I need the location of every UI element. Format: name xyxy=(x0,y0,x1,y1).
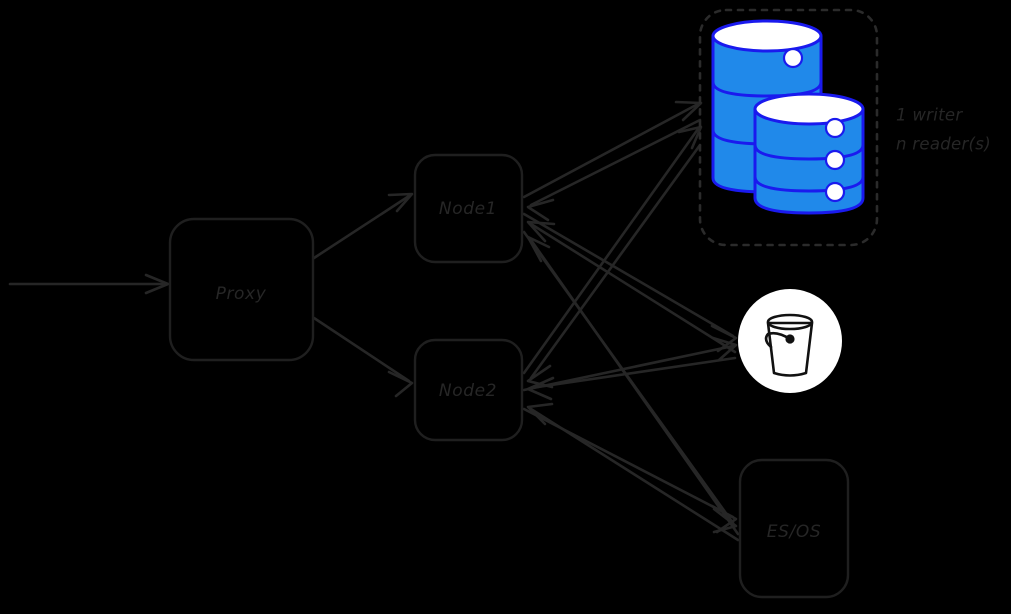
edge-layer xyxy=(8,100,740,542)
node2-label: Node2 xyxy=(439,381,497,401)
edge-proxy-to-node1 xyxy=(312,192,414,260)
database-cylinder-front xyxy=(753,92,865,215)
bucket-handle-dot xyxy=(785,334,795,344)
database-group[interactable] xyxy=(698,8,879,247)
node1-label: Node1 xyxy=(439,199,497,219)
database-status-dot xyxy=(824,117,846,139)
database-group-border xyxy=(698,8,879,247)
database-status-dot xyxy=(782,47,804,69)
edge-client-to-proxy xyxy=(8,273,170,295)
node1-box[interactable] xyxy=(413,153,524,264)
node2-node[interactable]: Node2 xyxy=(413,338,524,442)
edge-proxy-to-node2 xyxy=(312,316,414,398)
search-label: ES/OS xyxy=(767,522,821,542)
edge-search-to-node1 xyxy=(526,235,740,536)
search-node[interactable]: ES/OS xyxy=(738,458,850,599)
proxy-box[interactable] xyxy=(168,217,315,362)
edge-search-to-node2 xyxy=(526,402,740,542)
edge-database-to-node1 xyxy=(526,118,702,222)
database-status-dot xyxy=(824,149,846,171)
edge-node1-to-database xyxy=(522,100,703,199)
search-box[interactable] xyxy=(738,458,850,599)
database-annotation: 1 writer n reader(s) xyxy=(896,106,991,154)
node1-node[interactable]: Node1 xyxy=(413,153,524,264)
writer-count-label: 1 writer xyxy=(896,106,963,125)
bucket-icon xyxy=(764,313,814,377)
edge-node2-to-database xyxy=(522,125,703,375)
edge-bucket-to-node2 xyxy=(526,356,737,401)
proxy-label: Proxy xyxy=(216,284,267,304)
node2-box[interactable] xyxy=(413,338,524,442)
reader-count-label: n reader(s) xyxy=(896,135,991,154)
bucket-storage-node[interactable] xyxy=(738,289,842,393)
proxy-node[interactable]: Proxy xyxy=(168,217,315,362)
edge-bucket-to-node1 xyxy=(526,220,737,354)
database-status-dot xyxy=(824,181,846,203)
